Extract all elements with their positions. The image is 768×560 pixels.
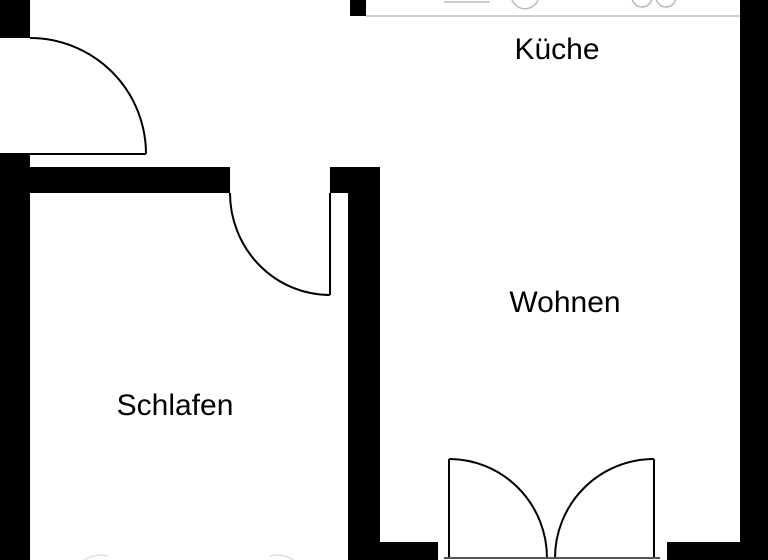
wall-bottom-right: [667, 542, 740, 560]
stove-burner-icon: [655, 0, 677, 8]
wall-partition-vertical: [348, 193, 380, 560]
bedroom-window-hints: [83, 554, 295, 560]
entry-door: [29, 37, 147, 155]
wall-bottom-left: [380, 542, 438, 560]
door-swing-arc-icon: [29, 37, 147, 155]
window-arc-icon: [269, 554, 295, 560]
wall-bedroom-top-right: [330, 167, 380, 193]
door-swing-arc-icon: [448, 458, 548, 559]
balcony-double-door: [444, 458, 660, 559]
door-swing-arc-icon: [554, 458, 655, 559]
stove-burner-icon: [631, 0, 653, 8]
kitchen-fixtures: [366, 0, 740, 17]
door-swing-arc-icon: [229, 192, 331, 296]
window-arc-icon: [83, 554, 109, 560]
wall-bedroom-top-left: [30, 167, 230, 193]
bedroom-door: [229, 192, 331, 296]
sink-bowl-icon: [511, 0, 539, 10]
room-label-schlafen: Schlafen: [116, 389, 234, 422]
room-label-kueche: Küche: [514, 33, 600, 66]
wall-left-outer: [0, 153, 30, 560]
wall-left-top-stub: [0, 0, 30, 38]
room-label-wohnen: Wohnen: [509, 286, 621, 319]
wall-right-outer: [740, 0, 768, 560]
wall-kitchen-stub: [350, 0, 366, 16]
